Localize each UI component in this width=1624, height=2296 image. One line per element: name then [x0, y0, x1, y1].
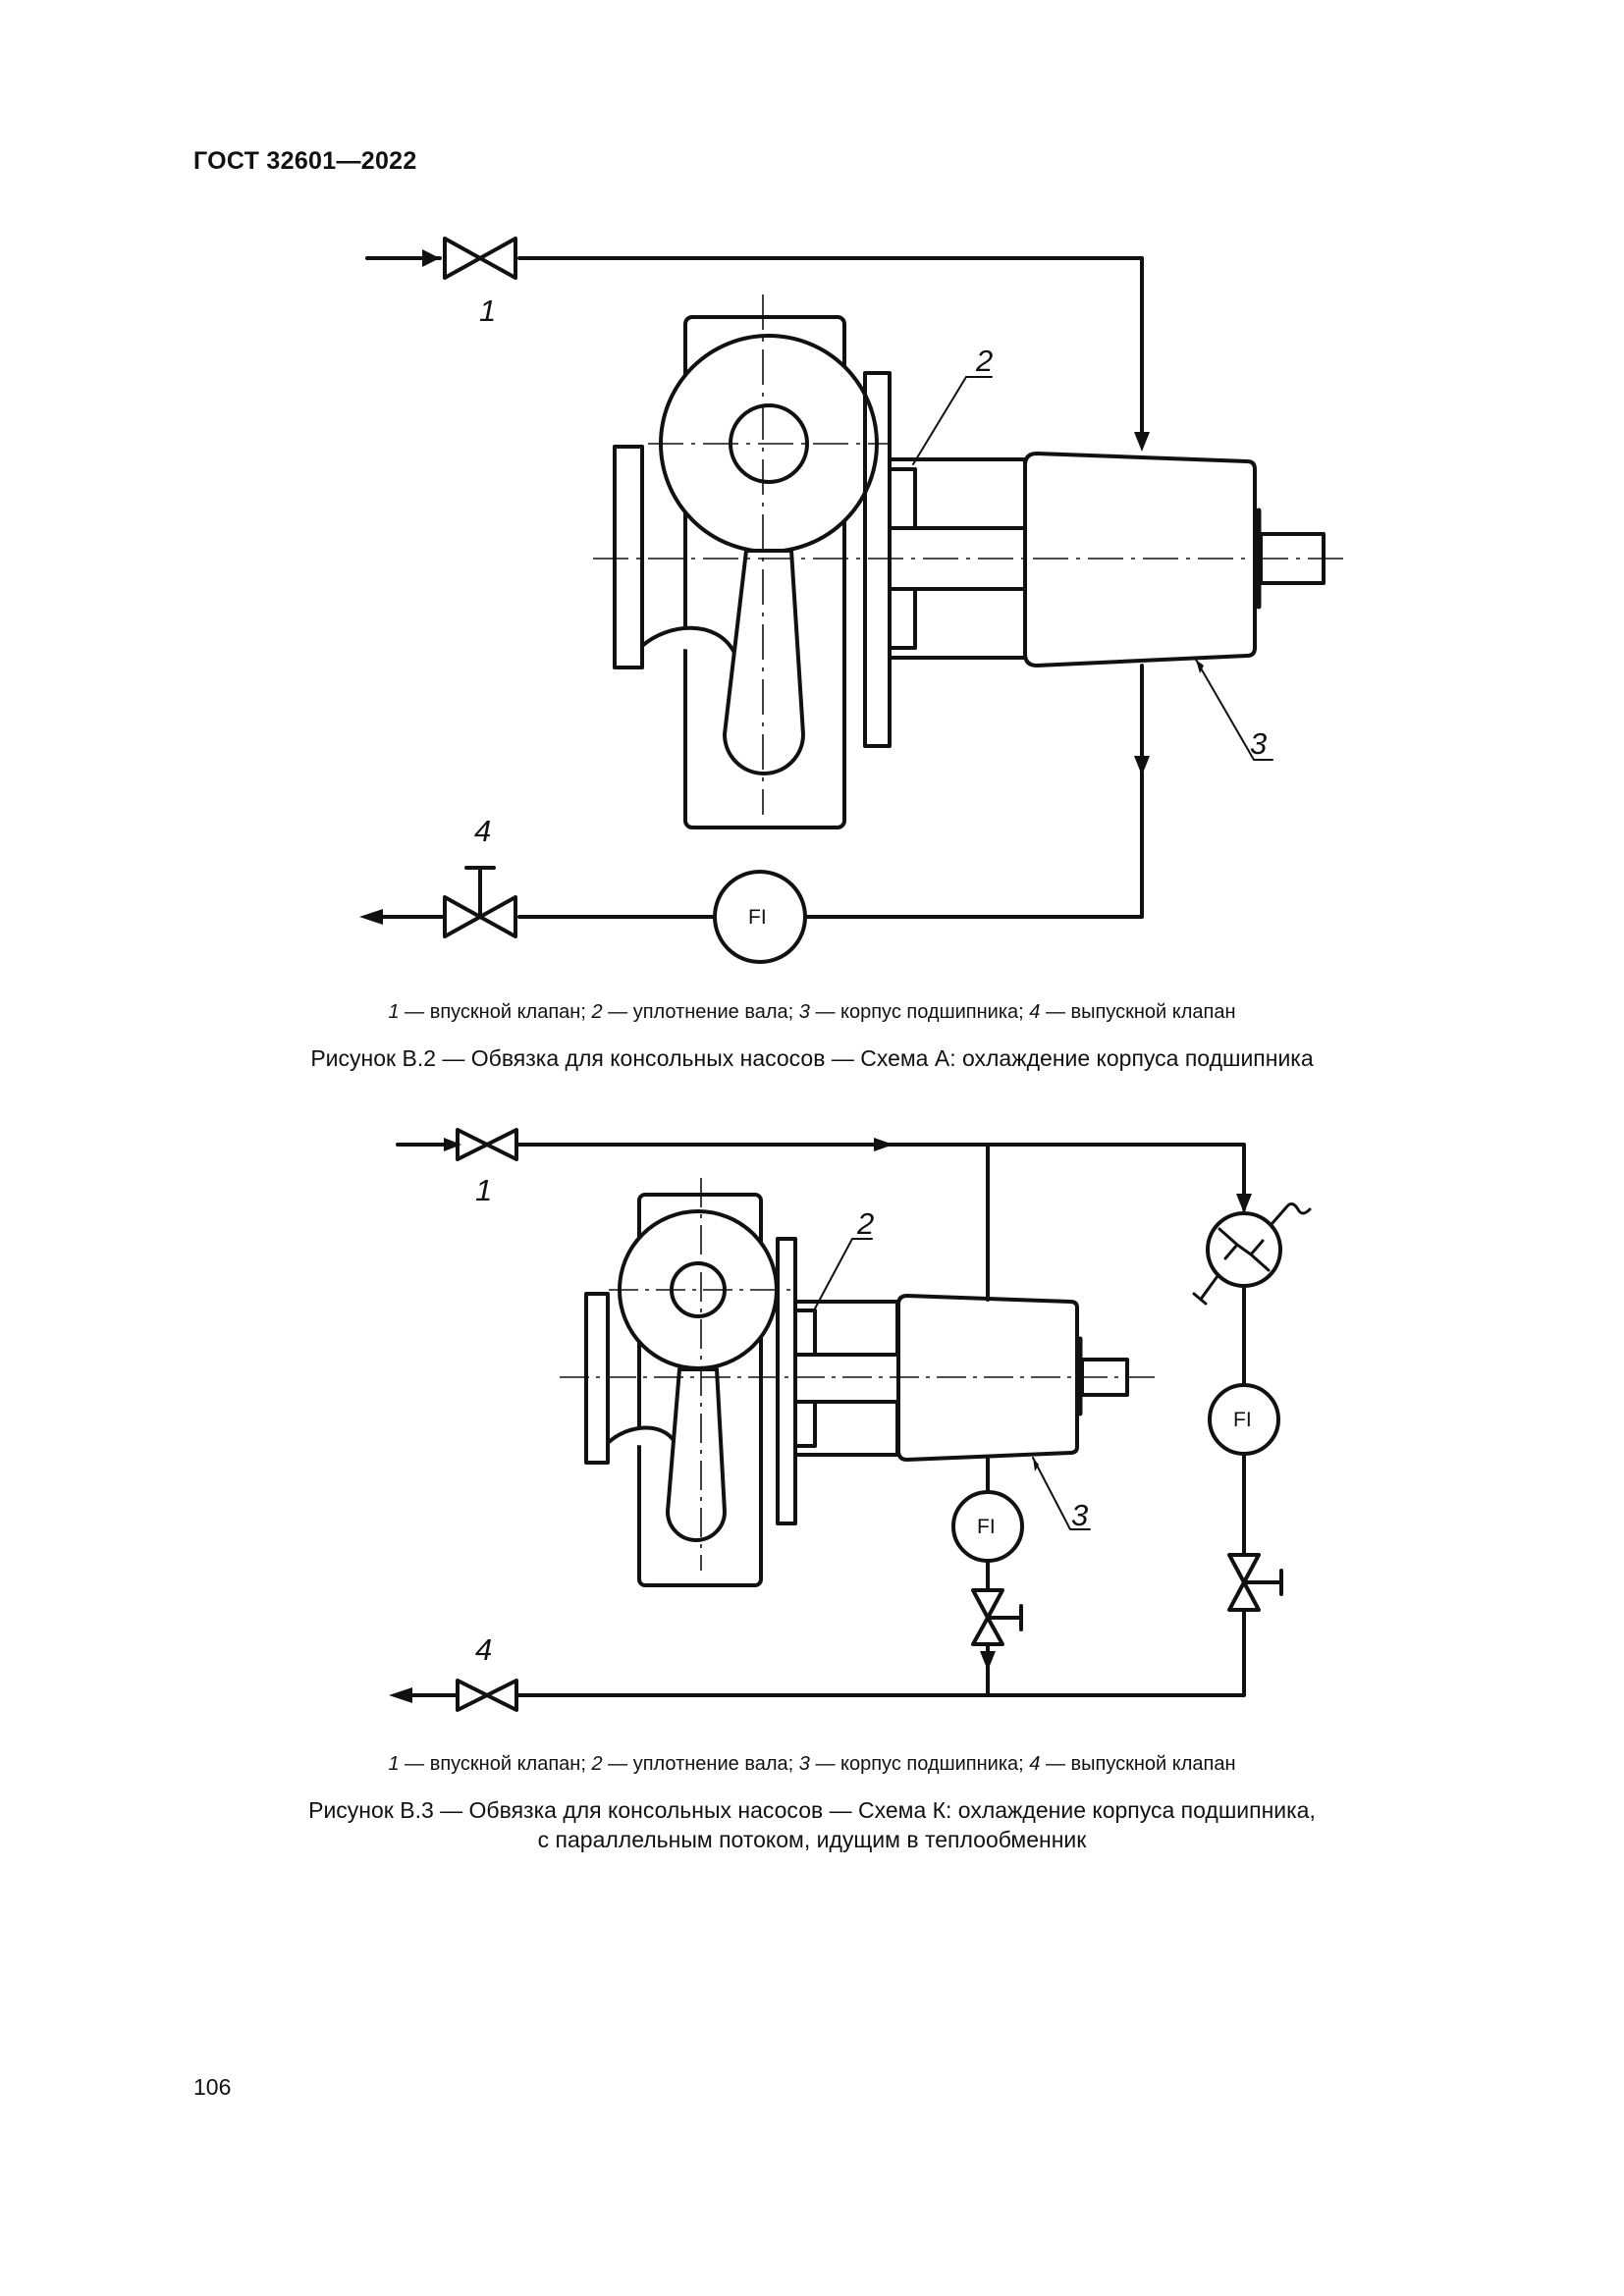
- branch-return-arrow-icon: [980, 1651, 996, 1671]
- seal-plate: [776, 1237, 797, 1525]
- caption-line-1: Рисунок В.3 — Обвязка для консольных нас…: [308, 1797, 1316, 1823]
- flow-indicator-hx-label: FI: [1233, 1409, 1252, 1431]
- hx-inlet-arrow-icon: [1236, 1194, 1252, 1213]
- shaft-seal-upper: [793, 1308, 817, 1357]
- inlet-arrow-icon: [444, 1138, 461, 1151]
- valve-handle-icon: [986, 1604, 1023, 1631]
- suction-neck: [606, 1425, 679, 1450]
- callout-3-leader: [1195, 659, 1273, 761]
- hx-valve-icon: [1227, 1553, 1261, 1612]
- legend-number: 4: [1029, 1753, 1041, 1775]
- inlet-valve-icon: [443, 237, 517, 280]
- callout-2: 2: [856, 1206, 874, 1241]
- figure-b3-legend: 1 — впускной клапан; 2 — уплотнение вала…: [0, 1753, 1624, 1776]
- suction-flange: [584, 1292, 610, 1465]
- legend-number: 2: [591, 1753, 603, 1775]
- return-header: [514, 1610, 1246, 1697]
- figure-b3-diagram: 1 2 3 4 FI FI: [389, 1128, 1312, 1712]
- bearing-housing: [1023, 452, 1257, 667]
- flow-indicator-bearing-label: FI: [977, 1516, 996, 1538]
- figure-b2-legend: 1 — впускной клапан; 2 — уплотнение вала…: [0, 1001, 1624, 1024]
- shaft-seal-lower: [793, 1400, 817, 1448]
- inlet-arrow-icon: [422, 249, 440, 267]
- figure-b2-diagram: 1 2 3 4 FI: [359, 237, 1345, 964]
- page-number: 106: [193, 2074, 232, 2100]
- callout-2-leader: [912, 376, 993, 465]
- legend-text: — впускной клапан;: [399, 1001, 592, 1023]
- callout-1: 1: [479, 294, 496, 328]
- suction-neck: [640, 625, 736, 655]
- seal-plate: [863, 371, 892, 748]
- legend-text: — уплотнение вала;: [602, 1001, 799, 1023]
- legend-number: 2: [591, 1001, 603, 1023]
- legend-number: 1: [388, 1001, 400, 1023]
- valve-handle-icon: [1242, 1569, 1283, 1596]
- legend-text: — впускной клапан;: [399, 1753, 592, 1775]
- pump-casing: [683, 315, 846, 829]
- legend-text: — корпус подшипника;: [809, 1001, 1030, 1023]
- callout-4: 4: [474, 814, 491, 848]
- caption-line-2: с параллельным потоком, идущим в теплооб…: [537, 1827, 1087, 1852]
- callout-3-leader: [1032, 1457, 1091, 1530]
- discharge-nozzle: [666, 1367, 727, 1542]
- branch-valve-icon: [971, 1588, 1004, 1646]
- callout-3: 3: [1250, 726, 1267, 761]
- inlet-valve-icon: [456, 1128, 518, 1161]
- legend-text: — выпускной клапан: [1040, 1753, 1236, 1775]
- legend-text: — корпус подшипника;: [809, 1753, 1030, 1775]
- flow-indicator-label: FI: [748, 906, 767, 929]
- shaft-seal-upper: [888, 467, 917, 530]
- return-line: [790, 664, 1144, 919]
- shaft-seal-lower: [888, 587, 917, 650]
- figure-b3-caption: Рисунок В.3 — Обвязка для консольных нас…: [0, 1795, 1624, 1854]
- callout-3-arrowhead: [1196, 660, 1204, 673]
- flow-indicator-bearing: [951, 1490, 1024, 1563]
- callout-3: 3: [1071, 1498, 1088, 1532]
- document-header: ГОСТ 32601—2022: [193, 147, 417, 175]
- legend-text: — уплотнение вала;: [602, 1753, 799, 1775]
- supply-arrow-icon: [874, 1138, 893, 1151]
- callout-2: 2: [975, 344, 993, 378]
- flow-indicator-hx: [1208, 1383, 1280, 1456]
- legend-number: 3: [798, 1001, 810, 1023]
- flow-indicator-circle: [713, 870, 807, 964]
- callout-2-leader: [814, 1238, 873, 1309]
- supply-line: [514, 1143, 1246, 1211]
- figure-b2-caption: Рисунок В.2 — Обвязка для консольных нас…: [310, 1045, 1314, 1071]
- supply-line: [517, 256, 1144, 444]
- heat-exchanger-coil-icon: [1218, 1227, 1271, 1272]
- coolant-out-icon: [1192, 1274, 1219, 1306]
- outlet-arrow-icon: [389, 1687, 412, 1703]
- discharge-nozzle: [723, 549, 805, 775]
- legend-number: 3: [798, 1753, 810, 1775]
- callout-4: 4: [475, 1632, 492, 1667]
- supply-arrow-icon: [1134, 432, 1150, 452]
- valve-stem-icon: [464, 866, 496, 919]
- legend-text: — выпускной клапан: [1040, 1001, 1236, 1023]
- legend-number: 1: [388, 1753, 400, 1775]
- return-arrow-icon: [1134, 756, 1150, 775]
- callout-3-arrowhead: [1033, 1458, 1039, 1471]
- legend-number: 4: [1029, 1001, 1041, 1023]
- coolant-in-icon: [1271, 1202, 1312, 1225]
- suction-flange: [613, 445, 644, 669]
- outlet-valve-icon: [456, 1679, 518, 1712]
- pump-casing: [637, 1193, 763, 1587]
- outlet-valve-icon: [443, 895, 517, 938]
- outlet-arrow-icon: [359, 909, 383, 925]
- callout-1: 1: [475, 1173, 492, 1207]
